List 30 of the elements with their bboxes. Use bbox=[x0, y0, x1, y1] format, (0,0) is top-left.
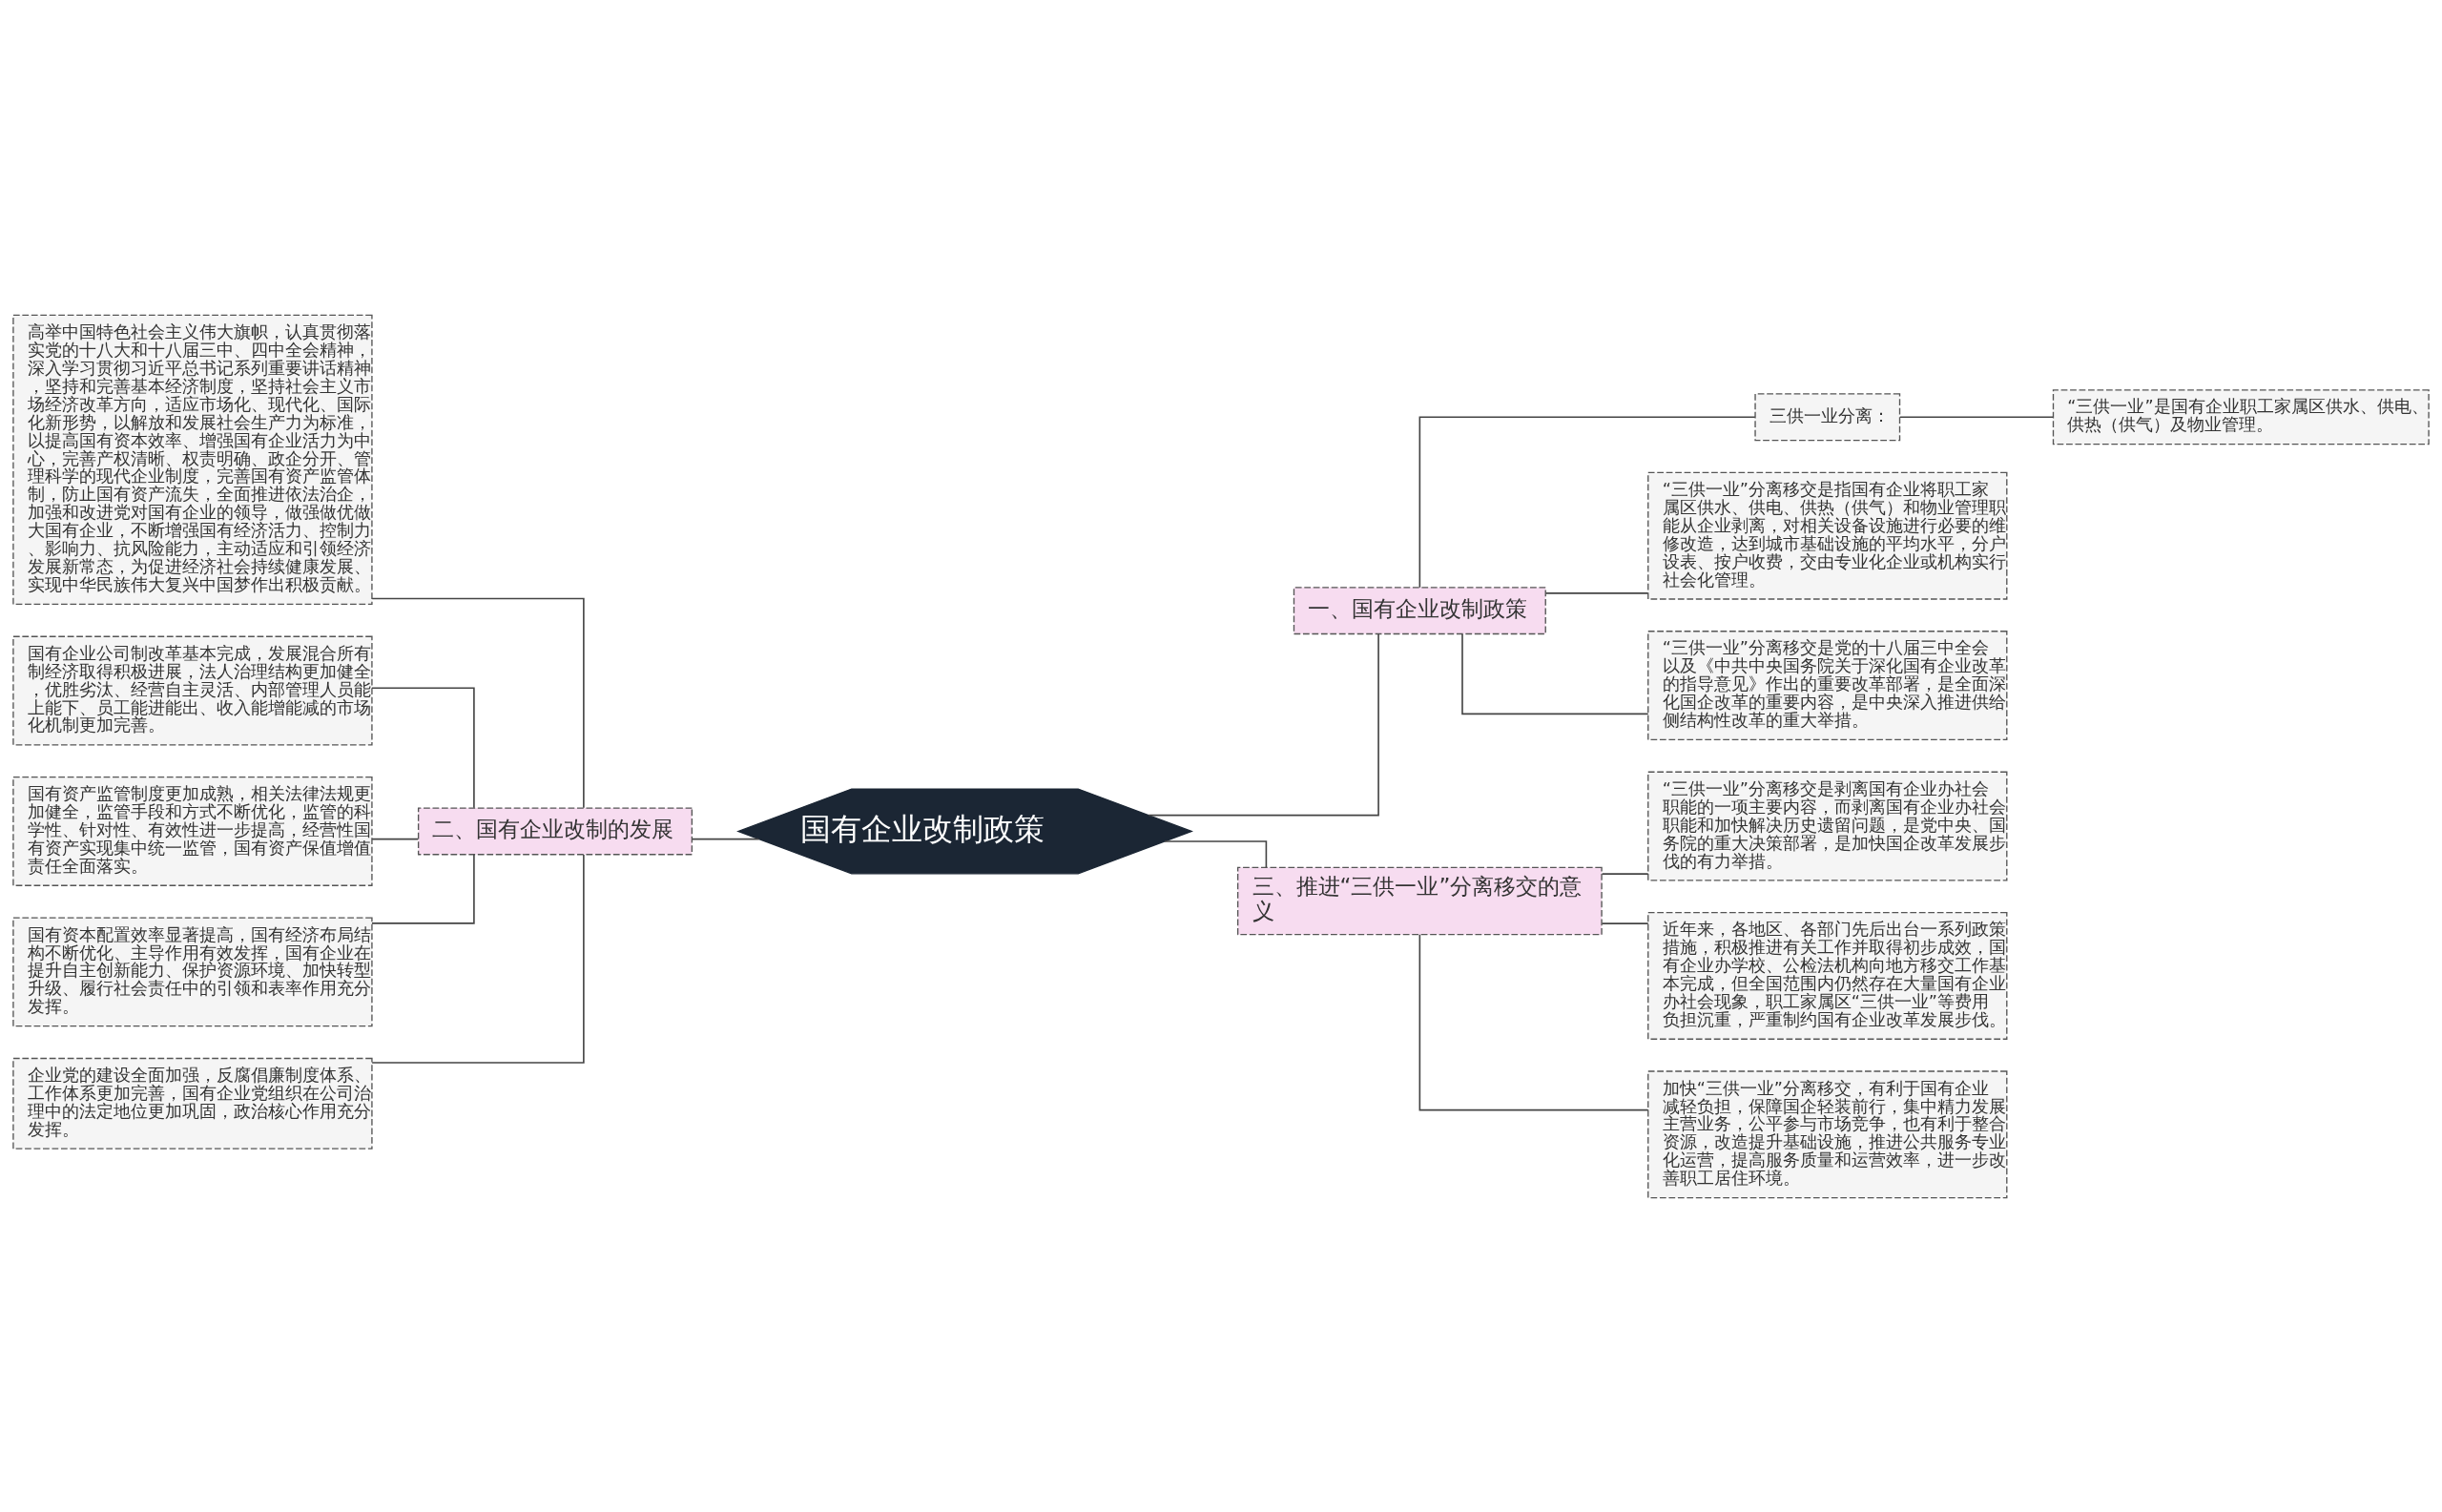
connector bbox=[1544, 591, 1649, 594]
node-box: 二、国有企业改制的发展 bbox=[417, 806, 693, 855]
node-box: “三供一业”是国有企业职工家属区供水、供电、供热（供气）及物业管理。 bbox=[2052, 388, 2430, 445]
node-box: 高举中国特色社会主义伟大旗帜，认真贯彻落实党的十八大和十八届三中、四中全会精神，深入学习贯彻习近平总书记系列重要讲话精神，坚持和完善基本经济制度，坚持社会主义市场经济改革方向，适应市场化、现代化、国际化新形势，以解放和发展社会生产力为标准，以提高国有资本效率、增强国有企业活力为中心，完善产权清晰、权责明确、政企分开、管理科学的现代企业制度，完善国有资产监管体制，防止国有资产流失，全面推进依法治企，加强和改进党对国有企业的领导，做强做优做大国有企业，不断增强国有经济活力、控制力、影响力、抗风险能力，主动适应和引领经济发展新常态，为促进经济社会持续健康发展、实现中华民族伟大复兴中国梦作出积极贡献。 bbox=[12, 314, 373, 605]
connector bbox=[371, 838, 420, 839]
connector bbox=[1148, 632, 1379, 816]
node-box: 三供一业分离： bbox=[1754, 392, 1901, 441]
connector bbox=[1601, 872, 1649, 875]
connector bbox=[371, 597, 585, 809]
node-box: 近年来，各地区、各部门先后出台一系列政策措施，积极推进有关工作并取得初步成效，国有企业办学校、公检法机构向地方移交工作基本完成，但全国范围内仍然存在大量国有企业办社会现象，职工家属区“三供一业”等费用负担沉重，严重制约国有企业改革发展步伐。 bbox=[1647, 911, 2008, 1040]
connector bbox=[1899, 415, 2054, 418]
node-box: 一、国有企业改制政策 bbox=[1293, 586, 1546, 634]
connector bbox=[371, 853, 585, 1064]
node-box: “三供一业”分离移交是党的十八届三中全会以及《中共中央国务院关于深化国有企业改革的指导意见》作出的重要改革部署，是全面深化国企改革的重要内容，是中央深入推进供给侧结构性改革的重大举措。 bbox=[1647, 630, 2008, 740]
connector bbox=[371, 853, 475, 924]
node-box: “三供一业”分离移交是剥离国有企业办社会职能的一项主要内容，而剥离国有企业办社会职能和加快解决历史遗留问题，是党中央、国务院的重大决策部署，是加快国企改革发展步伐的有力举措。 bbox=[1647, 771, 2008, 881]
connector bbox=[371, 687, 475, 808]
node-box: 国有资产监管制度更加成熟，相关法律法规更加健全，监管手段和方式不断优化，监管的科学性、针对性、有效性进一步提高，经营性国有资产实现集中统一监管，国有资产保值增值责任全面落实。 bbox=[12, 776, 373, 886]
node-box: 企业党的建设全面加强，反腐倡廉制度体系、工作体系更加完善，国有企业党组织在公司治理中的法定地位更加巩固，政治核心作用充分发挥。 bbox=[12, 1057, 373, 1150]
connector bbox=[1164, 839, 1268, 868]
node-box: “三供一业”分离移交是指国有企业将职工家属区供水、供电、供热（供气）和物业管理职能从企业剥离，对相关设备设施进行必要的维修改造，达到城市基础设施的平均水平，分户设表、按户收费，交由专业化企业或机构实行社会化管理。 bbox=[1647, 471, 2008, 600]
node-box: 国有资本配置效率显著提高，国有经济布局结构不断优化、主导作用有效发挥，国有企业在提升自主创新能力、保护资源环境、加快转型升级、履行社会责任中的引领和表率作用充分发挥。 bbox=[12, 916, 373, 1026]
connector bbox=[1461, 632, 1649, 715]
node-box: 国有企业公司制改革基本完成，发展混合所有制经济取得积极进展，法人治理结构更加健全，优胜劣汰、经营自主灵活、内部管理人员能上能下、员工能进能出、收入能增能减的市场化机制更加完善。 bbox=[12, 635, 373, 745]
node-box: 加快“三供一业”分离移交，有利于国有企业减轻负担，保障国企轻装前行，集中精力发展主营业务，公平参与市场竞争，也有利于整合资源，改造提升基础设施，推进公共服务专业化运营，提高服务质量和运营效率，进一步改善职工居住环境。 bbox=[1647, 1069, 2008, 1198]
node-box: 三、推进“三供一业”分离移交的意义 bbox=[1236, 866, 1603, 935]
connector bbox=[1601, 922, 1649, 924]
connector bbox=[1418, 415, 1756, 588]
connector bbox=[692, 838, 760, 839]
connector bbox=[1418, 933, 1649, 1110]
